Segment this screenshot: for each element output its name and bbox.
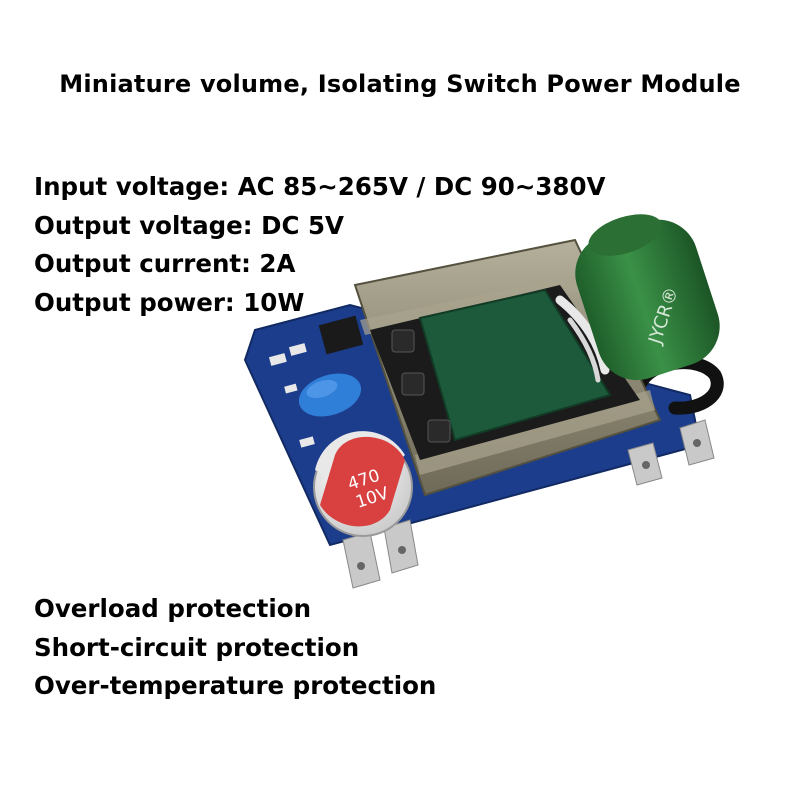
spec-output-power: Output power: 10W [34, 287, 305, 317]
y-capacitor [298, 373, 362, 417]
capacitor-small-marking-2: 470 [345, 466, 382, 495]
spec-output-voltage: Output voltage: DC 5V [34, 210, 344, 240]
spec-input-voltage: Input voltage: AC 85~265V / DC 90~380V [34, 172, 606, 201]
feature-overload: Overload protection [34, 594, 312, 623]
bobbin-pin [427, 419, 451, 443]
smd-part [268, 353, 287, 366]
feature-short-circuit: Short-circuit protection [34, 632, 360, 662]
capacitor-small-marking-1: YX [335, 449, 360, 472]
capacitor-large-marking: JYCR® [644, 285, 682, 348]
spec-output-current: Output current: 2A [34, 249, 296, 278]
pin-left-1 [342, 531, 381, 589]
smd-part [288, 343, 307, 356]
spec-list: Input voltage: AC 85~265V / DC 90~380V O… [34, 168, 605, 322]
page-title: Miniature volume, Isolating Switch Power… [59, 70, 741, 98]
pin-right-2 [679, 419, 715, 466]
feature-over-temperature: Over-temperature protection [34, 671, 437, 700]
pin-left-2 [383, 519, 419, 574]
feature-list: Overload protection Short-circuit protec… [34, 590, 436, 706]
smd-part [284, 383, 298, 394]
smd-part [299, 436, 315, 448]
pin-right-1 [627, 442, 663, 486]
pcb-board [243, 303, 702, 547]
bobbin-pin [401, 372, 425, 396]
bobbin-pin [391, 329, 415, 353]
black-wire [633, 356, 724, 415]
capacitor-small: YX 470 10V [313, 431, 413, 537]
capacitor-small-marking-3: 10V [353, 483, 391, 512]
